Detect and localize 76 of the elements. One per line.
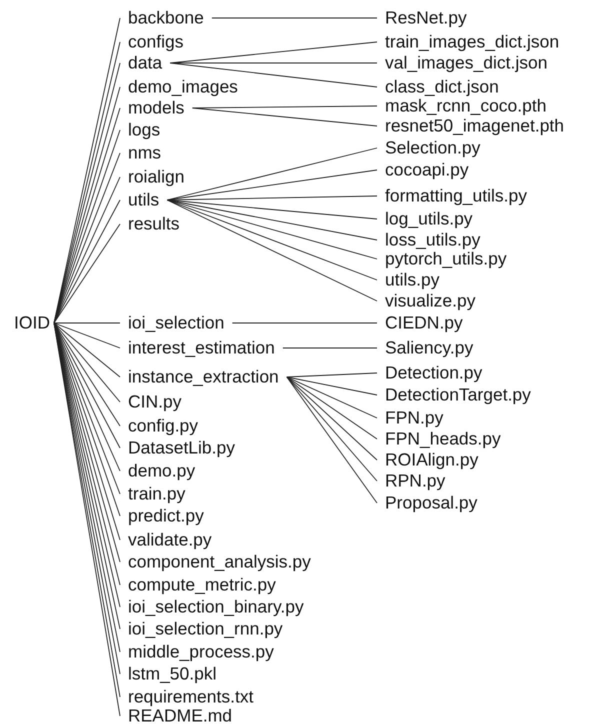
file-name: visualize.py xyxy=(385,292,476,310)
file-name: instance_extraction xyxy=(128,368,279,386)
file-name: nms xyxy=(128,144,162,162)
file-name: middle_process.py xyxy=(128,642,274,662)
file-name: ioi_selection_binary.py xyxy=(128,598,304,616)
file-name: roialign xyxy=(128,168,184,186)
file-name: Saliency.py xyxy=(385,338,474,358)
tree-line xyxy=(170,62,378,88)
tree-line xyxy=(54,322,120,324)
file-name: compute_metric.py xyxy=(128,576,276,594)
file-name: utils.py xyxy=(385,270,440,290)
file-name: DetectionTarget.py xyxy=(385,386,531,404)
file-name: cocoapi.py xyxy=(385,160,469,180)
file-name: ROIAlign.py xyxy=(385,450,478,470)
tree-line xyxy=(170,62,378,64)
file-name: Selection.py xyxy=(385,138,480,158)
file-name: demo.py xyxy=(128,462,196,480)
tree-line xyxy=(286,376,378,396)
file-name: interest_estimation xyxy=(128,338,275,358)
file-name: RPN.py xyxy=(385,472,446,490)
tree-line xyxy=(286,376,378,440)
tree-line xyxy=(166,200,378,260)
file-name: predict.py xyxy=(128,506,204,526)
file-name: component_analysis.py xyxy=(128,552,311,572)
file-name: utils xyxy=(128,190,160,210)
file-name: loss_utils.py xyxy=(385,230,480,250)
file-name: pytorch_utils.py xyxy=(385,250,507,268)
file-name: config.py xyxy=(128,416,198,436)
file-name: ResNet.py xyxy=(385,8,467,28)
tree-line xyxy=(54,200,120,324)
file-name: CIN.py xyxy=(128,392,182,412)
file-name: Detection.py xyxy=(385,364,482,382)
tree-line xyxy=(286,376,378,504)
file-name: formatting_utils.py xyxy=(385,186,528,206)
file-name: lstm_50.pkl xyxy=(128,664,217,684)
file-name: models xyxy=(128,98,184,118)
file-name: backbone xyxy=(128,8,204,28)
tree-line xyxy=(166,200,378,302)
tree-line xyxy=(286,376,378,482)
file-name: configs xyxy=(128,32,184,52)
file-name: FPN_heads.py xyxy=(385,430,501,448)
file-name: DatasetLib.py xyxy=(128,438,236,458)
file-name: log_utils.py xyxy=(385,210,473,228)
file-name: README.md xyxy=(128,706,232,724)
file-name: FPN.py xyxy=(385,408,444,428)
file-name: results xyxy=(128,214,180,234)
tree-line xyxy=(54,224,120,324)
file-name: demo_images xyxy=(128,78,238,96)
tree-line xyxy=(192,106,378,108)
tree-line xyxy=(54,322,120,348)
tree-line xyxy=(166,200,378,280)
tree-line xyxy=(54,322,120,378)
tree-line xyxy=(166,170,378,200)
tree-line xyxy=(286,376,378,460)
tree-line xyxy=(286,376,378,418)
file-name: requirements.txt xyxy=(128,688,254,706)
file-name: logs xyxy=(128,120,160,140)
tree-line xyxy=(232,322,378,324)
tree-line xyxy=(166,148,378,200)
file-name: train.py xyxy=(128,484,186,504)
file-name: CIEDN.py xyxy=(385,314,463,332)
file-name: IOID xyxy=(14,314,50,332)
file-name: validate.py xyxy=(128,530,212,550)
file-name: data xyxy=(128,54,162,72)
file-name: ioi_selection_rnn.py xyxy=(128,620,283,638)
file-name: train_images_dict.json xyxy=(385,32,560,52)
file-name: resnet50_imagenet.pth xyxy=(385,116,564,136)
tree-line xyxy=(192,108,378,126)
file-name: class_dict.json xyxy=(385,78,499,96)
file-name: Proposal.py xyxy=(385,494,478,512)
file-name: ioi_selection xyxy=(128,314,224,332)
tree-line xyxy=(54,322,120,402)
tree-line xyxy=(166,200,378,240)
tree-line xyxy=(286,372,378,378)
file-name: val_images_dict.json xyxy=(385,54,548,72)
file-name: mask_rcnn_coco.pth xyxy=(385,96,546,116)
